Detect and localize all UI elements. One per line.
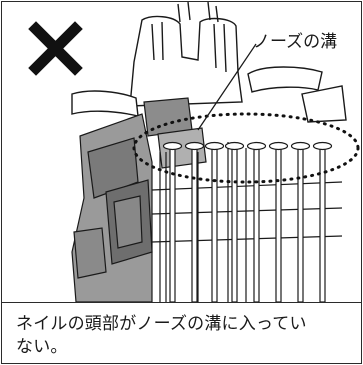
callout-leader xyxy=(197,43,257,131)
magazine-rails xyxy=(151,142,343,302)
tool-body xyxy=(71,2,347,123)
nose-groove-label: ノーズの溝 xyxy=(253,32,338,52)
divider xyxy=(2,302,361,303)
nail-row xyxy=(162,141,333,302)
cross-icon xyxy=(28,21,83,76)
nailer-nose-illustration xyxy=(28,2,360,302)
nose-assembly xyxy=(71,97,207,302)
caption-text: ネイルの頭部がノーズの溝に入っていない。 xyxy=(16,314,307,357)
highlight-ellipse xyxy=(132,112,360,184)
